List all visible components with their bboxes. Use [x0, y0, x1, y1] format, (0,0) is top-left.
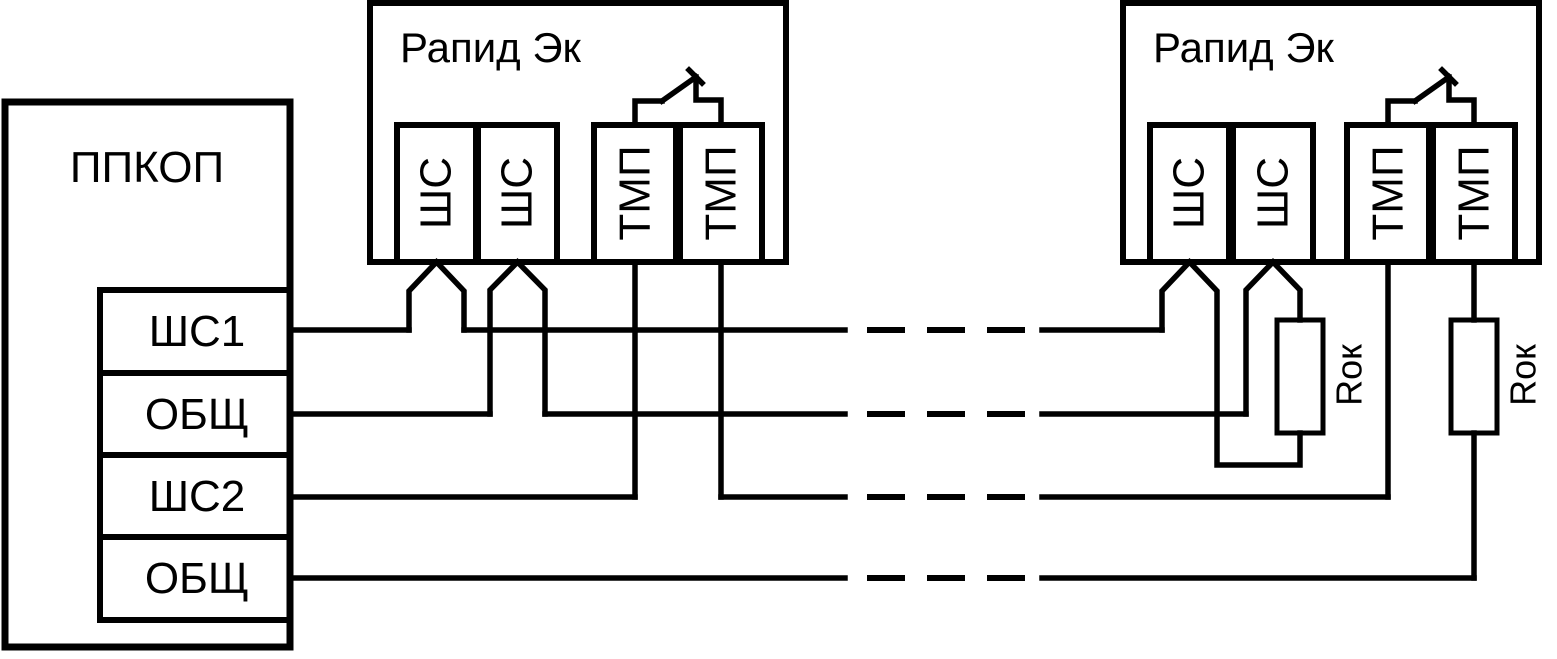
terminal-label-shs2: ШС2 — [149, 472, 246, 521]
wire-shs1-into-dev1-shs-a — [406, 258, 441, 333]
terminal-label-shs1: ШС1 — [149, 307, 246, 356]
rapid2-label-shs-a: ШС — [1165, 157, 1214, 229]
rapid2-label-tmp-b: ТМП — [1450, 145, 1499, 240]
switch-right-post — [1446, 74, 1477, 128]
resistor-rok-2-label: Rок — [1503, 344, 1544, 406]
wiring — [287, 258, 1477, 581]
rapid-device-1: Рапид Эк ШС ШС ТМП ТМП — [367, 0, 789, 265]
terminal-label-obshch1: ОБЩ — [145, 390, 249, 439]
eol-resistor-1: Rок — [1274, 317, 1370, 436]
wire-obshch1-into-dev2-shs-b — [1243, 258, 1277, 417]
eol-resistor-2: Rок — [1448, 317, 1544, 436]
rapid1-title: Рапид Эк — [400, 24, 582, 71]
rapid2-label-shs-b: ШС — [1249, 157, 1298, 229]
rapid1-tamper-switch — [632, 66, 724, 128]
wire-shs1-out-dev1-shs-a — [432, 258, 467, 333]
resistor-rok-1-body — [1274, 317, 1326, 436]
rapid2-label-tmp-a: ТМП — [1364, 145, 1413, 240]
rapid1-label-shs-a: ШС — [412, 157, 461, 229]
rapid2-tamper-switch — [1385, 66, 1477, 128]
rapid1-label-shs-b: ШС — [493, 157, 542, 229]
rapid1-label-tmp-b: ТМП — [697, 145, 746, 240]
wire-shs1-into-dev2-shs-a — [1159, 258, 1194, 333]
switch-blade — [658, 73, 700, 105]
wire-obshch1-into-dev1-shs-b — [487, 258, 522, 417]
wire-dev2-shs-a-to-rok1-bottom — [1185, 258, 1303, 468]
switch-left-post — [1385, 98, 1418, 128]
rapid-device-2: Рапид Эк ШС ШС ТМП ТМП — [1120, 0, 1542, 265]
ppkop-panel: ППКОП ШС1 ОБЩ ШС2 ОБЩ — [1, 98, 294, 651]
terminal-label-obshch2: ОБЩ — [145, 554, 249, 603]
ppkop-title: ППКОП — [70, 143, 224, 192]
switch-left-post — [632, 98, 665, 128]
rapid2-title: Рапид Эк — [1153, 24, 1335, 71]
rapid2-box — [1120, 0, 1542, 265]
resistor-rok-2-body — [1448, 317, 1500, 436]
resistor-rok-1-label: Rок — [1329, 344, 1370, 406]
switch-right-post — [693, 74, 724, 128]
switch-blade — [1411, 73, 1453, 105]
rapid1-box — [367, 0, 789, 265]
wire-obshch1-out-dev1-shs-b — [513, 258, 548, 417]
wire-dev2-shs-b-to-rok1-top — [1269, 258, 1303, 323]
rapid1-label-tmp-a: ТМП — [611, 145, 660, 240]
